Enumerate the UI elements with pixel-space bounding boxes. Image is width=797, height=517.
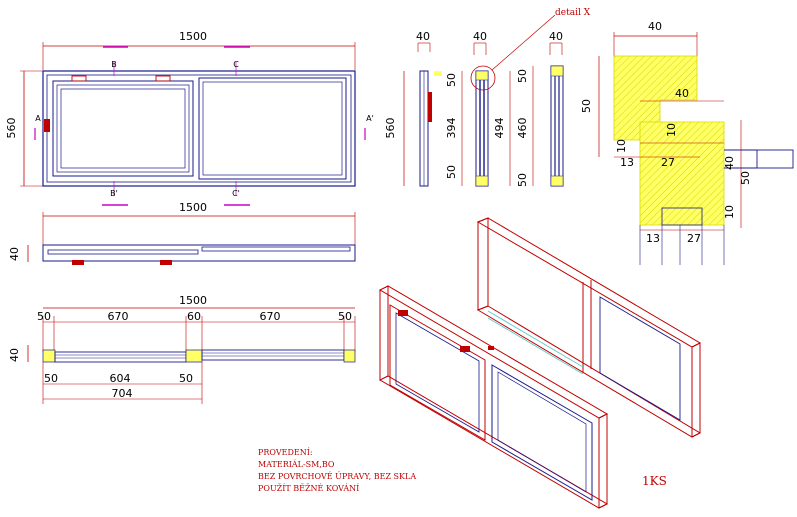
section-b-label: B xyxy=(111,60,117,69)
notes-block: PROVEDENÍ: MATERIÁL-SM,BO BEZ POVRCHOVÉ … xyxy=(258,448,667,493)
section-height-560: 560 xyxy=(384,118,397,139)
profile-view: 1500 50 670 60 670 50 40 50 604 50 704 xyxy=(8,294,356,404)
detail-dim-27-a: 27 xyxy=(661,156,675,169)
detail-dim-27-b: 27 xyxy=(687,232,701,245)
detail-dim-10-b: 10 xyxy=(665,123,678,137)
section-b2-label: B' xyxy=(110,189,118,198)
note-line-1: PROVEDENÍ: xyxy=(258,448,313,457)
section-dim-50-right-bottom: 50 xyxy=(516,173,529,187)
section-dim-40-b: 40 xyxy=(473,30,487,43)
profile-d50-a: 50 xyxy=(37,310,51,323)
detail-x-view: 40 50 40 10 10 13 27 40 50 10 13 27 xyxy=(580,20,794,265)
profile-thickness: 40 xyxy=(8,348,21,362)
section-dim-50-top: 50 xyxy=(445,73,458,87)
detail-dim-50-left: 50 xyxy=(580,99,593,113)
profile-d50-c: 50 xyxy=(44,372,58,385)
section-c2-label: C' xyxy=(232,189,240,198)
section-c-label: C xyxy=(233,60,239,69)
note-line-2: MATERIÁL-SM,BO xyxy=(258,460,335,469)
isometric-views xyxy=(378,217,702,509)
section-dim-50-right-top: 50 xyxy=(516,69,529,83)
note-line-3: BEZ POVRCHOVÉ ÚPRAVY, BEZ SKLA xyxy=(258,472,416,481)
section-dim-394: 394 xyxy=(445,118,458,139)
section-dim-494: 494 xyxy=(493,118,506,139)
section-a2-label: A' xyxy=(366,114,374,123)
detail-dim-40-top: 40 xyxy=(648,20,662,33)
note-line-4: POUŽÍT BĚŽNÉ KOVÁNÍ xyxy=(258,484,359,493)
section-dim-40-a: 40 xyxy=(416,30,430,43)
profile-d50-d: 50 xyxy=(179,372,193,385)
detail-dim-50-right: 50 xyxy=(739,171,752,185)
top-thickness-label: 40 xyxy=(8,247,21,261)
front-height-label: 560 xyxy=(5,118,18,139)
top-view: 1500 40 xyxy=(8,201,356,265)
front-view: 1500 560 B C B' C' A A' xyxy=(5,30,374,206)
profile-d60: 60 xyxy=(187,310,201,323)
detail-dim-10-c: 10 xyxy=(723,205,736,219)
profile-d50-b: 50 xyxy=(338,310,352,323)
section-views: 40 560 40 50 394 50 detail X 494 40 50 4… xyxy=(384,8,591,187)
detail-dim-10-a: 10 xyxy=(615,139,628,153)
profile-d704: 704 xyxy=(112,387,133,400)
profile-width-label: 1500 xyxy=(179,294,207,307)
profile-d670-a: 670 xyxy=(108,310,129,323)
profile-d670-b: 670 xyxy=(260,310,281,323)
section-dim-50-bottom: 50 xyxy=(445,165,458,179)
section-a-label: A xyxy=(35,114,41,123)
detail-dim-13-a: 13 xyxy=(620,156,634,169)
detail-x-label: detail X xyxy=(555,8,591,18)
detail-dim-40-right: 40 xyxy=(723,156,736,170)
section-dim-40-c: 40 xyxy=(549,30,563,43)
front-width-label: 1500 xyxy=(179,30,207,43)
section-dim-460: 460 xyxy=(516,118,529,139)
detail-dim-40-mid: 40 xyxy=(675,87,689,100)
profile-d604: 604 xyxy=(110,372,131,385)
top-width-label: 1500 xyxy=(179,201,207,214)
detail-dim-13-b: 13 xyxy=(646,232,660,245)
quantity-label: 1KS xyxy=(642,474,667,488)
